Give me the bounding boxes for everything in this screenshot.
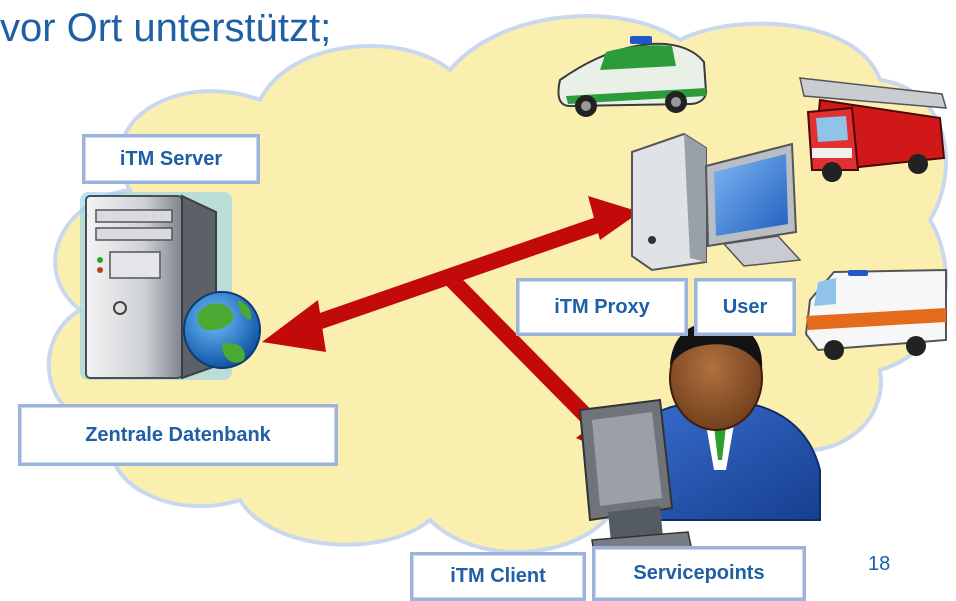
fire-truck-icon	[799, 77, 948, 182]
police-car-icon	[557, 36, 708, 117]
label-itm-proxy: iTM Proxy	[516, 278, 688, 336]
ambulance-icon	[804, 268, 947, 360]
label-itm-server: iTM Server	[82, 134, 260, 184]
globe-icon	[183, 291, 261, 369]
connection-arrows	[262, 196, 640, 462]
slide-heading: vor Ort unterstützt;	[0, 6, 332, 50]
label-itm-client: iTM Client	[410, 552, 586, 601]
person-at-computer-icon	[578, 321, 821, 567]
label-user: User	[694, 278, 796, 336]
desktop-computer-icon	[631, 132, 802, 272]
label-servicepoints: Servicepoints	[592, 546, 806, 601]
page-number: 18	[868, 553, 891, 575]
label-zentrale-datenbank: Zentrale Datenbank	[18, 404, 338, 466]
